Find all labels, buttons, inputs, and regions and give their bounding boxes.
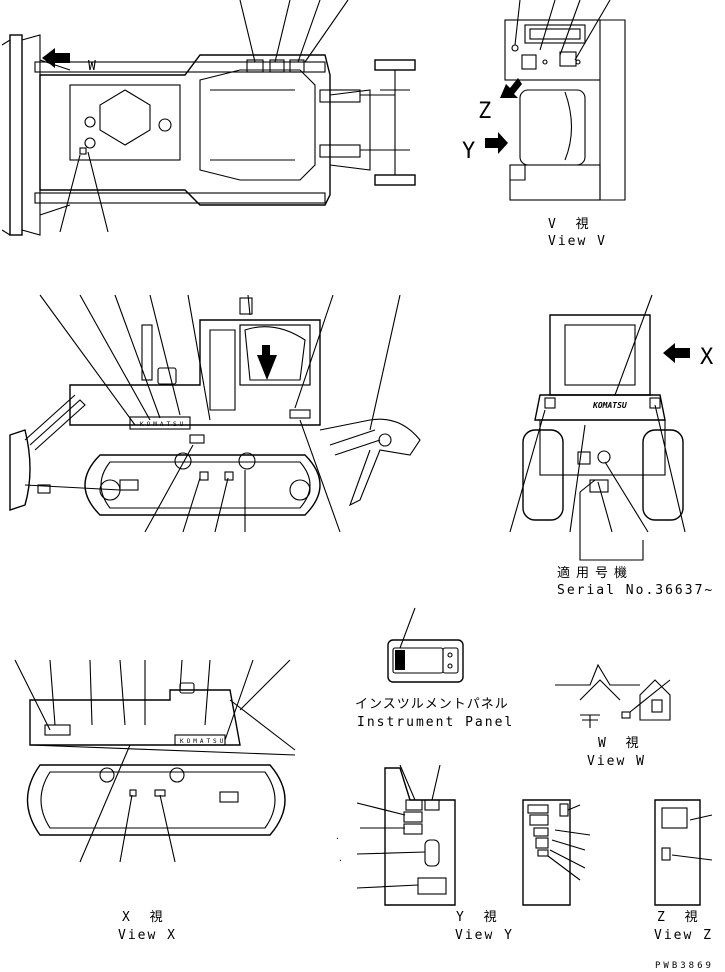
view-w-label-en: View W xyxy=(587,754,646,769)
drawing-code: PWB3869 xyxy=(655,961,714,971)
view-x: KOMATSU X 視 View X xyxy=(14,659,296,943)
view-v: Y Z V 視 View V xyxy=(462,0,626,249)
serial-label-en: Serial No.36637~ xyxy=(557,583,714,598)
view-z-label-jp: Z 視 xyxy=(657,910,704,925)
svg-text:·: · xyxy=(338,856,343,865)
svg-text:KOMATSU: KOMATSU xyxy=(140,421,186,428)
view-w-label-jp: W 視 xyxy=(598,736,645,751)
arrow-letter-x: X xyxy=(700,345,715,370)
instrument-panel-label-en: Instrument Panel xyxy=(357,715,514,730)
view-x-label-jp: X 視 xyxy=(122,910,169,925)
view-z-label-en: View Z xyxy=(654,928,713,943)
view-y: · · Y 視 View Y xyxy=(335,764,514,943)
arrow-letter-y: Y xyxy=(462,139,477,164)
view-v-label-jp: V 視 xyxy=(548,217,595,232)
serial-label-jp: 適用号機 xyxy=(557,565,633,581)
instrument-panel: インスツルメントパネル Instrument Panel xyxy=(355,607,514,730)
arrow-letter-w: W xyxy=(88,59,98,74)
view-y-label-jp: Y 視 xyxy=(456,910,503,925)
view-z: Z 視 View Z xyxy=(654,799,713,943)
komatsu-logo: KOMATSU xyxy=(592,401,627,410)
side-view: KOMATSU xyxy=(9,294,421,533)
rear-view: KOMATSU X 適用号機 Serial No.36637~ xyxy=(509,294,715,598)
top-view: W xyxy=(1,0,416,236)
svg-text:·: · xyxy=(335,834,340,843)
view-w: W 視 View W xyxy=(555,663,671,769)
view-y-label-en: View Y xyxy=(455,928,514,943)
arrow-letter-z: Z xyxy=(478,99,493,124)
view-x-label-en: View X xyxy=(118,928,177,943)
view-y-detail xyxy=(522,799,591,906)
instrument-panel-label-jp: インスツルメントパネル xyxy=(355,697,509,712)
view-v-label-en: View V xyxy=(548,234,607,249)
svg-text:KOMATSU: KOMATSU xyxy=(180,738,226,745)
